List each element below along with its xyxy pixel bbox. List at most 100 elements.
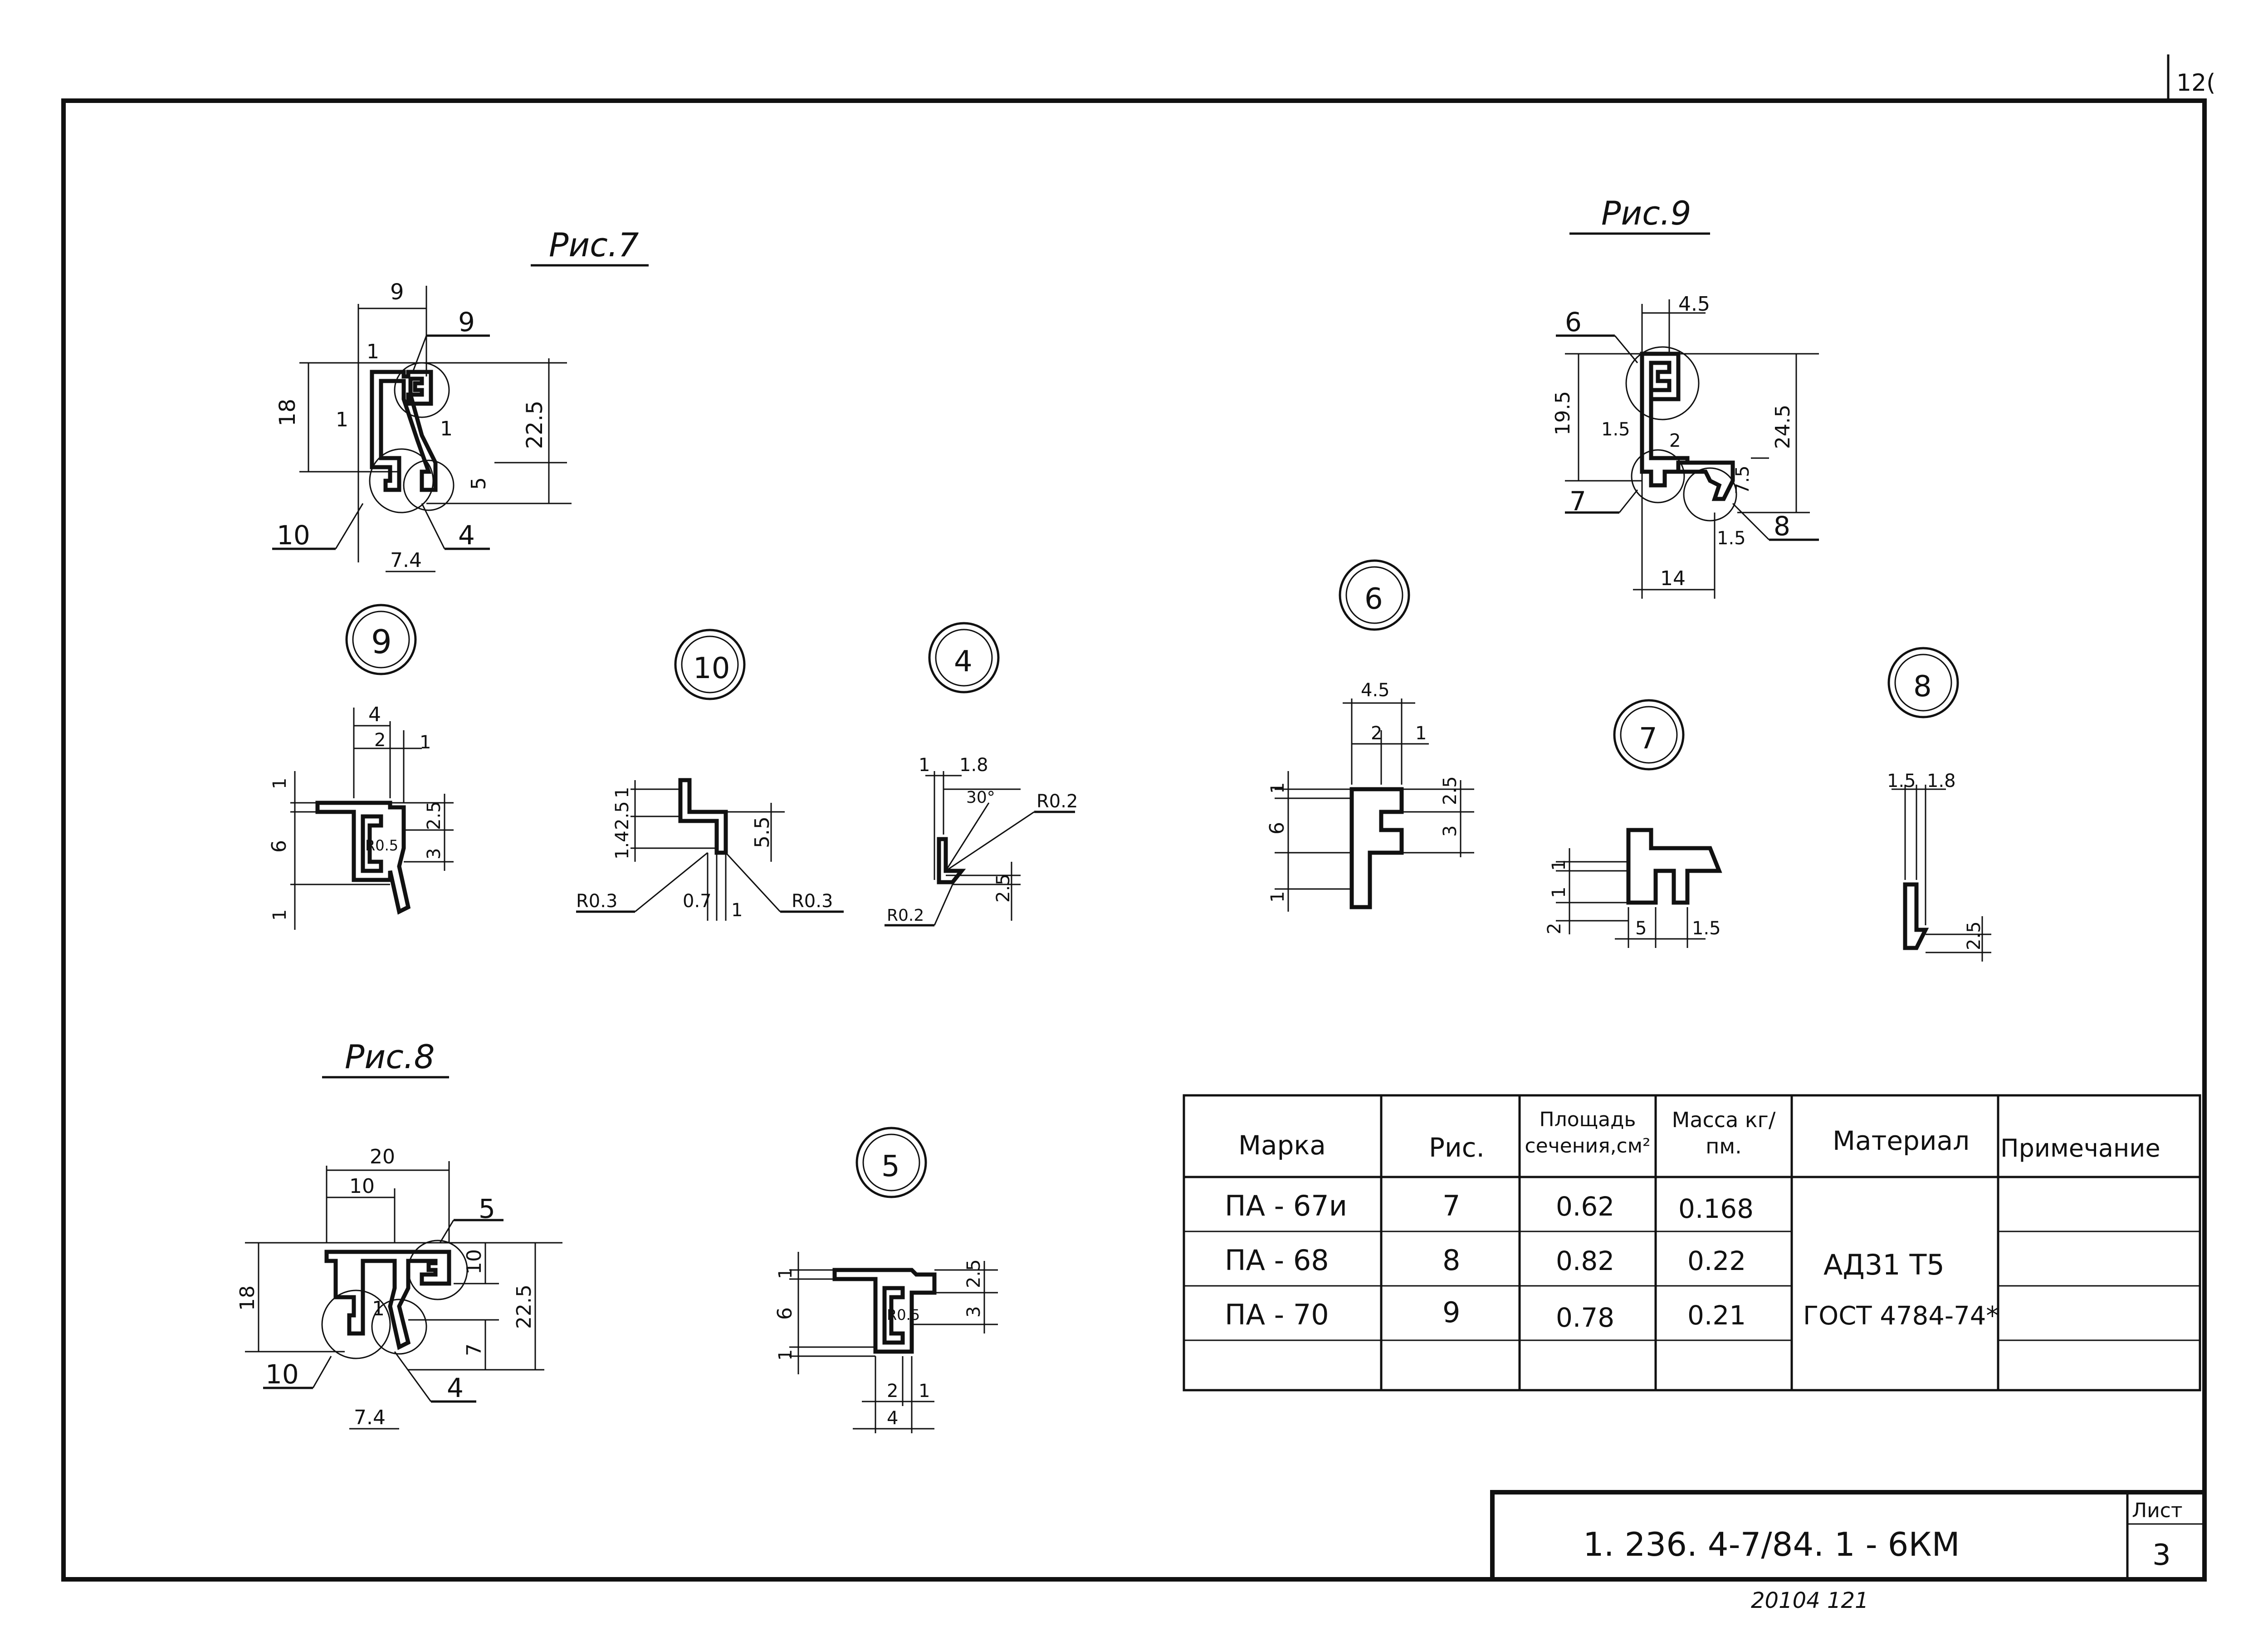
fig9-assembly: 4.5 6 19.5 1.5 2 24.5 7.5 7 8 1.5 14 bbox=[1551, 293, 1819, 599]
dimension-label: 7 bbox=[1639, 722, 1657, 756]
dimension-label: 5 bbox=[479, 1193, 495, 1224]
row2-ris: 8 bbox=[1442, 1244, 1460, 1277]
dimension-label: 1 bbox=[775, 1349, 796, 1361]
dimension-label: 1 bbox=[775, 1268, 796, 1279]
dimension-label: 6 bbox=[268, 840, 291, 853]
dimension-label: 1 bbox=[269, 909, 290, 921]
dimension-label: 5.5 bbox=[751, 816, 774, 848]
dimension-label: 30° bbox=[966, 788, 995, 807]
dimension-label: 10 bbox=[277, 520, 310, 551]
dimension-label: 22.5 bbox=[513, 1284, 536, 1329]
dimension-label: 2.5 bbox=[1440, 776, 1461, 805]
dimension-label: R0.2 bbox=[887, 906, 924, 925]
row1-marka: ПА - 67и bbox=[1225, 1189, 1347, 1222]
dimension-label: 4.5 bbox=[1361, 680, 1390, 701]
spec-table: Марка Рис. Площадь сечения,см² Масса кг/… bbox=[1183, 1094, 2201, 1392]
dimension-label: 1.8 bbox=[959, 755, 988, 776]
material-alloy: АД31 Т5 bbox=[1823, 1248, 1945, 1281]
dimension-label: 7.5 bbox=[1732, 465, 1753, 494]
dimension-label: 9 bbox=[371, 623, 392, 661]
sheet-number: 3 bbox=[2152, 1538, 2171, 1572]
dimension-label: 1 bbox=[1549, 860, 1569, 871]
dimension-label: 6 bbox=[1266, 822, 1289, 835]
dimension-label: 1.8 bbox=[1927, 771, 1956, 791]
dimension-label: 2 bbox=[374, 730, 386, 751]
dimension-label: 6 bbox=[1565, 307, 1582, 337]
dimension-label: 4 bbox=[458, 520, 475, 551]
dimension-label: R0.5 bbox=[887, 1306, 920, 1324]
detail-6: 6 4.5 2 1 1 6 2.5 3 1 bbox=[1266, 559, 1474, 912]
dimension-label: 6 bbox=[1364, 582, 1383, 616]
dimension-label: 1.4 bbox=[612, 830, 633, 860]
row3-ris: 9 bbox=[1442, 1296, 1460, 1329]
dimension-label: 4 bbox=[954, 645, 973, 679]
dimension-label: 10 bbox=[265, 1359, 299, 1390]
row3-marka: ПА - 70 bbox=[1225, 1298, 1329, 1331]
drawing-code: 1. 236. 4-7/84. 1 - 6КМ bbox=[1583, 1525, 1960, 1563]
dimension-label: 8 bbox=[1774, 511, 1790, 542]
dimension-label: 2.5 bbox=[1964, 921, 1984, 950]
dimension-label: 19.5 bbox=[1551, 391, 1574, 435]
dimension-label: 7 bbox=[1569, 486, 1586, 517]
dimension-label: 2 bbox=[1669, 430, 1681, 451]
dimension-label: 18 bbox=[236, 1285, 259, 1311]
detail-8: 8 1.5 1.8 2.5 bbox=[1887, 647, 1991, 962]
dimension-label: 24.5 bbox=[1771, 405, 1794, 449]
th-material: Материал bbox=[1833, 1125, 1970, 1156]
dimension-label: 4 bbox=[887, 1408, 898, 1429]
row2-area: 0.82 bbox=[1556, 1245, 1614, 1276]
dimension-label: 18 bbox=[275, 399, 300, 426]
dimension-label: 20 bbox=[370, 1145, 395, 1168]
th-note: Примечание bbox=[2000, 1134, 2160, 1162]
dimension-label: 2 bbox=[887, 1381, 898, 1402]
detail-9: 9 4 2 1 1 6 2.5 3 R0.5 1 bbox=[268, 604, 454, 930]
dimension-label: 2 bbox=[1544, 923, 1565, 934]
dimension-label: 2.5 bbox=[612, 801, 633, 830]
dimension-label: 1 bbox=[919, 1381, 930, 1402]
dimension-label: 1 bbox=[440, 417, 453, 440]
dimension-label: R0.3 bbox=[576, 891, 617, 912]
dimension-label: 6 bbox=[773, 1307, 797, 1320]
th-ris: Рис. bbox=[1429, 1132, 1485, 1163]
dimension-label: 7.4 bbox=[354, 1406, 386, 1429]
dimension-label: 3 bbox=[1440, 825, 1461, 837]
sheet-label: Лист bbox=[2132, 1499, 2183, 1522]
dimension-label: 1.5 bbox=[1692, 918, 1721, 939]
dimension-label: 1 bbox=[919, 755, 930, 776]
th-area: Площадь сечения,см² bbox=[1525, 1108, 1651, 1157]
dimension-label: 1 bbox=[612, 787, 633, 798]
fig9-title: Рис.9 bbox=[1601, 194, 1691, 232]
th-marka: Марка bbox=[1238, 1130, 1326, 1161]
dimension-label: 1.5 bbox=[1601, 419, 1630, 440]
row3-mass: 0.21 bbox=[1687, 1300, 1746, 1331]
dimension-label: 1.5 bbox=[1717, 528, 1746, 549]
detail-7: 7 1 1 2 5 1.5 bbox=[1544, 699, 1722, 948]
fig8-title: Рис.8 bbox=[345, 1038, 435, 1076]
fig7-title: Рис.7 bbox=[549, 226, 639, 264]
dimension-label: R0.3 bbox=[792, 891, 833, 912]
dimension-label: 22.5 bbox=[522, 400, 547, 449]
sheet-border bbox=[61, 98, 2207, 1582]
dimension-label: 4.5 bbox=[1678, 293, 1710, 316]
row1-area: 0.62 bbox=[1556, 1191, 1614, 1222]
dimension-label: 1 bbox=[1549, 887, 1569, 898]
dimension-label: 5 bbox=[467, 477, 490, 490]
dimension-label: 4 bbox=[447, 1372, 464, 1403]
title-block: 1. 236. 4-7/84. 1 - 6КМ Лист 3 bbox=[1490, 1490, 2207, 1582]
dimension-label: 5 bbox=[1635, 918, 1647, 939]
fig8-assembly: 20 10 5 18 10 22.5 1 7 7.4 10 4 bbox=[236, 1145, 562, 1430]
dimension-label: 1 bbox=[1267, 891, 1288, 903]
dimension-label: 3 bbox=[424, 848, 445, 860]
fig7-assembly: 9 9 18 22.5 1 1 1 5 7.4 10 4 bbox=[272, 279, 572, 572]
dimension-label: 1 bbox=[367, 340, 379, 363]
row2-mass: 0.22 bbox=[1687, 1245, 1746, 1276]
row3-area: 0.78 bbox=[1556, 1302, 1614, 1333]
footer-number: 20104 121 bbox=[1751, 1588, 1869, 1613]
dimension-label: 0.7 bbox=[683, 891, 712, 912]
dimension-label: 10 bbox=[463, 1249, 486, 1275]
dimension-label: 4 bbox=[368, 703, 381, 726]
dimension-label: 7.4 bbox=[390, 549, 422, 572]
row1-ris: 7 bbox=[1442, 1189, 1460, 1222]
dimension-label: 1 bbox=[372, 1297, 385, 1320]
